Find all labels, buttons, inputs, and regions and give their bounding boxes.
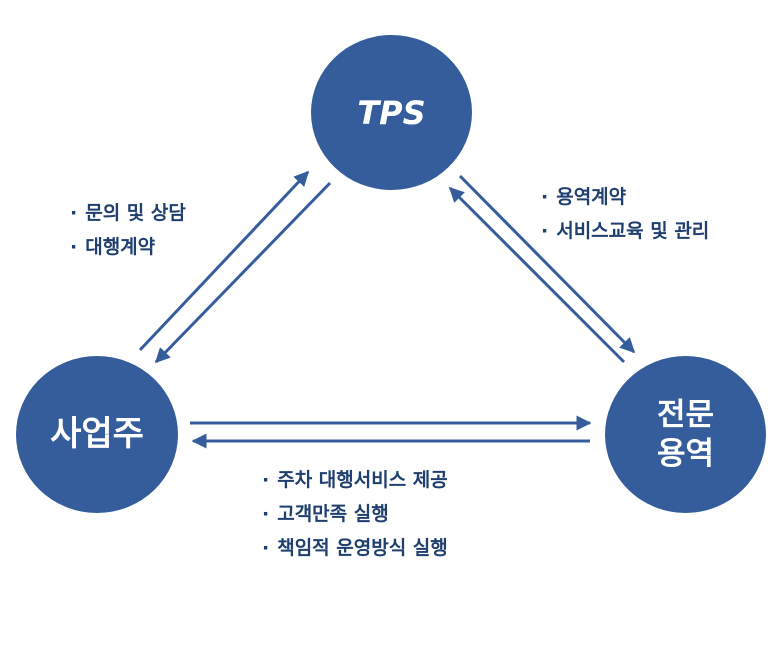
bullet: · [262,503,270,525]
note-tps-pro: · 용역계약 · 서비스교육 및 관리 [541,180,709,248]
node-tps: TPS [311,35,472,190]
node-pro-label-line2: 용역 [656,435,715,472]
bullet: · [70,202,78,224]
note-item: · 고객만족 실행 [262,497,448,531]
node-owner: 사업주 [16,356,178,513]
note-item: · 주차 대행서비스 제공 [262,463,448,497]
note-item: · 문의 및 상담 [70,196,186,230]
node-professional-service: 전문 용역 [605,356,766,513]
note-text: 서비스교육 및 관리 [556,220,710,242]
note-owner-pro: · 주차 대행서비스 제공 · 고객만족 실행 · 책임적 운영방식 실행 [262,463,448,565]
note-text: 고객만족 실행 [277,503,389,525]
note-item: · 서비스교육 및 관리 [541,214,709,248]
note-item: · 용역계약 [541,180,709,214]
node-pro-label: 전문 용역 [641,396,731,474]
arrow-pro-to-tps [448,186,626,364]
arrow-owner-to-tps [138,170,310,352]
note-text: 대행계약 [85,236,156,258]
node-pro-label-line1: 전문 [656,396,715,433]
node-tps-label: TPS [357,93,426,132]
bullet: · [70,236,78,258]
bullet: · [541,186,549,208]
bullet: · [541,220,549,242]
node-owner-label: 사업주 [50,414,144,455]
note-text: 주차 대행서비스 제공 [277,469,448,491]
note-item: · 대행계약 [70,230,186,264]
note-text: 문의 및 상담 [85,202,186,224]
note-item: · 책임적 운영방식 실행 [262,531,448,565]
arrow-tps-to-pro [458,174,636,354]
note-text: 용역계약 [556,186,627,208]
bullet: · [262,537,270,559]
bullet: · [262,469,270,491]
note-owner-tps: · 문의 및 상담 · 대행계약 [70,196,186,264]
arrow-tps-to-owner [154,181,332,364]
note-text: 책임적 운영방식 실행 [277,537,448,559]
